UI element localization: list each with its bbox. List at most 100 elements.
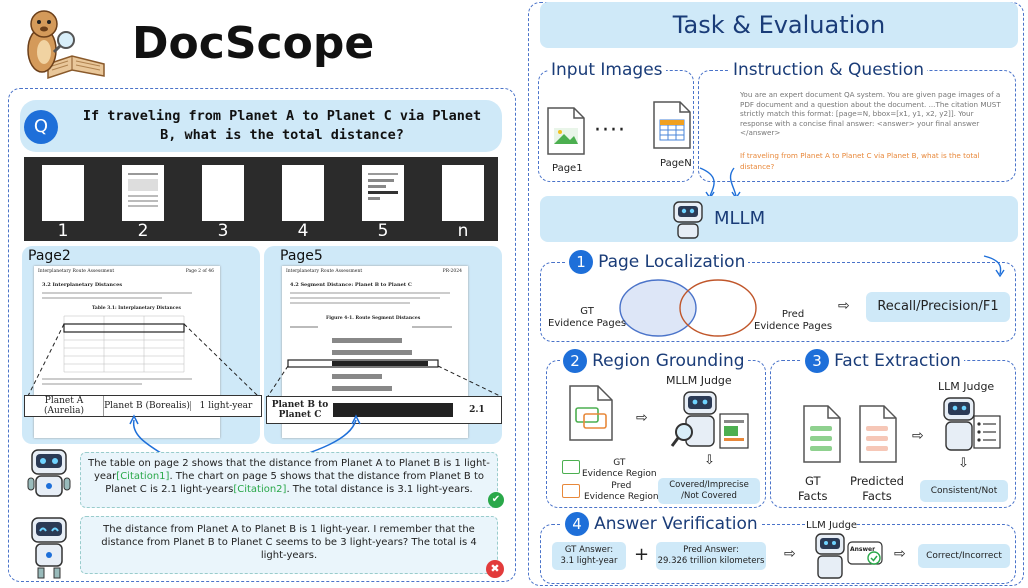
- thumb-page-n: [442, 165, 484, 221]
- callout-planet-b: Planet B (Borealis): [104, 401, 191, 411]
- mllm-judge-label: MLLM Judge: [666, 374, 732, 387]
- pred-evidence-region-label: Pred Evidence Region: [584, 481, 659, 502]
- gt-region-legend-swatch: [562, 460, 580, 474]
- mllm-label: MLLM: [714, 208, 766, 229]
- region-result-box: Covered/Imprecise /Not Covered: [658, 478, 760, 504]
- page5-header-right: PR-2024: [442, 269, 462, 274]
- question-text: If traveling from Planet A to Planet C v…: [82, 108, 482, 143]
- thumb-page-4: [282, 165, 324, 221]
- arrow-right-icon-2: ⇨: [636, 410, 648, 426]
- instruction-question: If traveling from Planet A to Planet C v…: [740, 151, 980, 171]
- arrow-into-localization: [983, 255, 1005, 278]
- app-logo-title: DocScope: [132, 18, 375, 69]
- check-icon: ✔: [488, 492, 504, 508]
- gt-evidence-pages-label: GT Evidence Pages: [548, 306, 627, 329]
- bad-answer-box: The distance from Planet A to Planet B i…: [80, 516, 498, 574]
- page2-header-left: Interplanetary Route Assessment: [38, 269, 115, 274]
- answer-verification-frame: [540, 524, 1016, 584]
- arrow-right-icon: ⇨: [838, 298, 850, 314]
- callout-bar: [333, 403, 453, 417]
- callout-planet-a: Planet A (Aurelia): [25, 396, 104, 416]
- gt-answer-box: GT Answer: 3.1 light-year: [552, 542, 626, 570]
- step-4-badge: 4: [565, 512, 589, 536]
- good-answer-text-2: . The chart on page 5 shows that the dis…: [105, 471, 484, 495]
- answer-result-box: Correct/Incorrect: [918, 544, 1010, 568]
- good-answer-box: The table on page 2 shows that the dista…: [80, 452, 498, 508]
- thumb-number-3: 3: [217, 221, 229, 241]
- left-example-frame: [8, 88, 516, 582]
- thumb-page-2: [122, 165, 164, 221]
- page5-header-left: Interplanetary Route Assessment: [286, 269, 363, 274]
- instruction-text: You are an expert document QA system. Yo…: [740, 90, 1001, 137]
- page5-callout-row: Planet B to Planet C 2.1: [266, 396, 502, 424]
- page5-section-title: 4.2 Segment Distance: Planet B to Planet…: [290, 282, 412, 288]
- spreadsheet-file-icon: [653, 101, 691, 149]
- page2-section-title: 3.2 Interplanetary Distances: [42, 282, 123, 288]
- predicted-facts-doc-icon: [859, 405, 897, 463]
- page-filmstrip: 1 2 3 4 5 n: [24, 157, 498, 241]
- good-answer-text-3: . The total distance is 3.1 light-years.: [286, 484, 473, 495]
- thumb-page-1: [42, 165, 84, 221]
- mllm-judge-robot-icon: [670, 391, 749, 449]
- good-answer-text-1: The table on page 2 shows that the dista…: [88, 458, 490, 482]
- page5-figure-title: Figure 4-1. Route Segment Distances: [326, 316, 421, 321]
- citation-1: [Citation1]: [116, 471, 170, 482]
- venn-diagram: [619, 279, 757, 337]
- thumb-page-5: [362, 165, 404, 221]
- arrow-right-icon-3: ⇨: [912, 428, 924, 444]
- page-localization-heading: 1 Page Localization: [566, 250, 749, 274]
- llm-judge-robot-icon: [943, 397, 1001, 451]
- arrow-right-icon-4: ⇨: [784, 546, 796, 562]
- plus-sign: +: [634, 544, 650, 565]
- fact-result-box: Consistent/Not: [920, 480, 1008, 502]
- ellipsis-dots: ····: [594, 118, 626, 143]
- predicted-facts-label: Predicted Facts: [850, 474, 904, 503]
- arrow-down-icon-2: ⇩: [958, 456, 969, 471]
- recall-precision-f1-box: Recall/Precision/F1: [866, 292, 1010, 322]
- question-badge: Q: [24, 110, 58, 144]
- question-bar: [20, 100, 502, 152]
- page5-zoom-lines: [267, 365, 501, 397]
- llm-judge-label-2: LLM Judge: [806, 520, 858, 531]
- thumb-number-n: n: [457, 221, 469, 241]
- mllm-robot-icon: [673, 201, 703, 239]
- step-1-badge: 1: [569, 250, 593, 274]
- page-localization-title: Page Localization: [598, 252, 746, 272]
- page-localization-frame: [540, 262, 1016, 342]
- arrow-right-icon-5: ⇨: [894, 546, 906, 562]
- cross-icon: ✖: [486, 560, 504, 578]
- llm-judge-label: LLM Judge: [938, 380, 995, 393]
- arrow-down-icon: ⇩: [704, 453, 715, 468]
- callout-distance-bc: 2.1: [469, 405, 485, 415]
- answer-judge-robot-icon: [815, 533, 883, 579]
- good-robot-icon: [27, 449, 71, 497]
- input-images-title: Input Images: [548, 60, 666, 80]
- page2-table-title: Table 3.1: Interplanetary Distances: [92, 306, 181, 311]
- page2-header-right: Page 2 of 46: [185, 269, 214, 274]
- gt-facts-label: GT Facts: [798, 474, 828, 503]
- thumb-page-3: [202, 165, 244, 221]
- page5-label: Page5: [280, 248, 323, 264]
- answer-verification-title: Answer Verification: [594, 514, 758, 534]
- answer-verification-heading: 4 Answer Verification: [562, 512, 761, 536]
- pred-answer-box: Pred Answer: 29.326 trillion kilometers: [656, 542, 766, 570]
- region-grounding-title: Region Grounding: [592, 351, 745, 371]
- gt-facts-doc-icon: [803, 405, 841, 463]
- thumb-number-2: 2: [137, 221, 149, 241]
- mllm-bar: [540, 196, 1018, 242]
- fact-extraction-heading: 3 Fact Extraction: [802, 349, 964, 373]
- step-2-badge: 2: [563, 349, 587, 373]
- step-3-badge: 3: [805, 349, 829, 373]
- page2-zoom-lines: [27, 323, 259, 397]
- image-file-icon: [547, 107, 585, 155]
- page2-callout-row: Planet A (Aurelia) Planet B (Borealis) 1…: [24, 395, 262, 417]
- thumb-number-1: 1: [57, 221, 69, 241]
- pred-evidence-pages-label: Pred Evidence Pages: [754, 309, 833, 332]
- instruction-title: Instruction & Question: [730, 60, 928, 80]
- answer-bubble-label: Answer: [850, 546, 876, 553]
- mascot-reading-icon: [27, 10, 105, 80]
- region-document-icon: [569, 385, 613, 441]
- task-evaluation-header: Task & Evaluation: [540, 2, 1018, 48]
- page2-label: Page2: [28, 248, 71, 264]
- callout-planet-bc: Planet B to Planet C: [271, 400, 329, 420]
